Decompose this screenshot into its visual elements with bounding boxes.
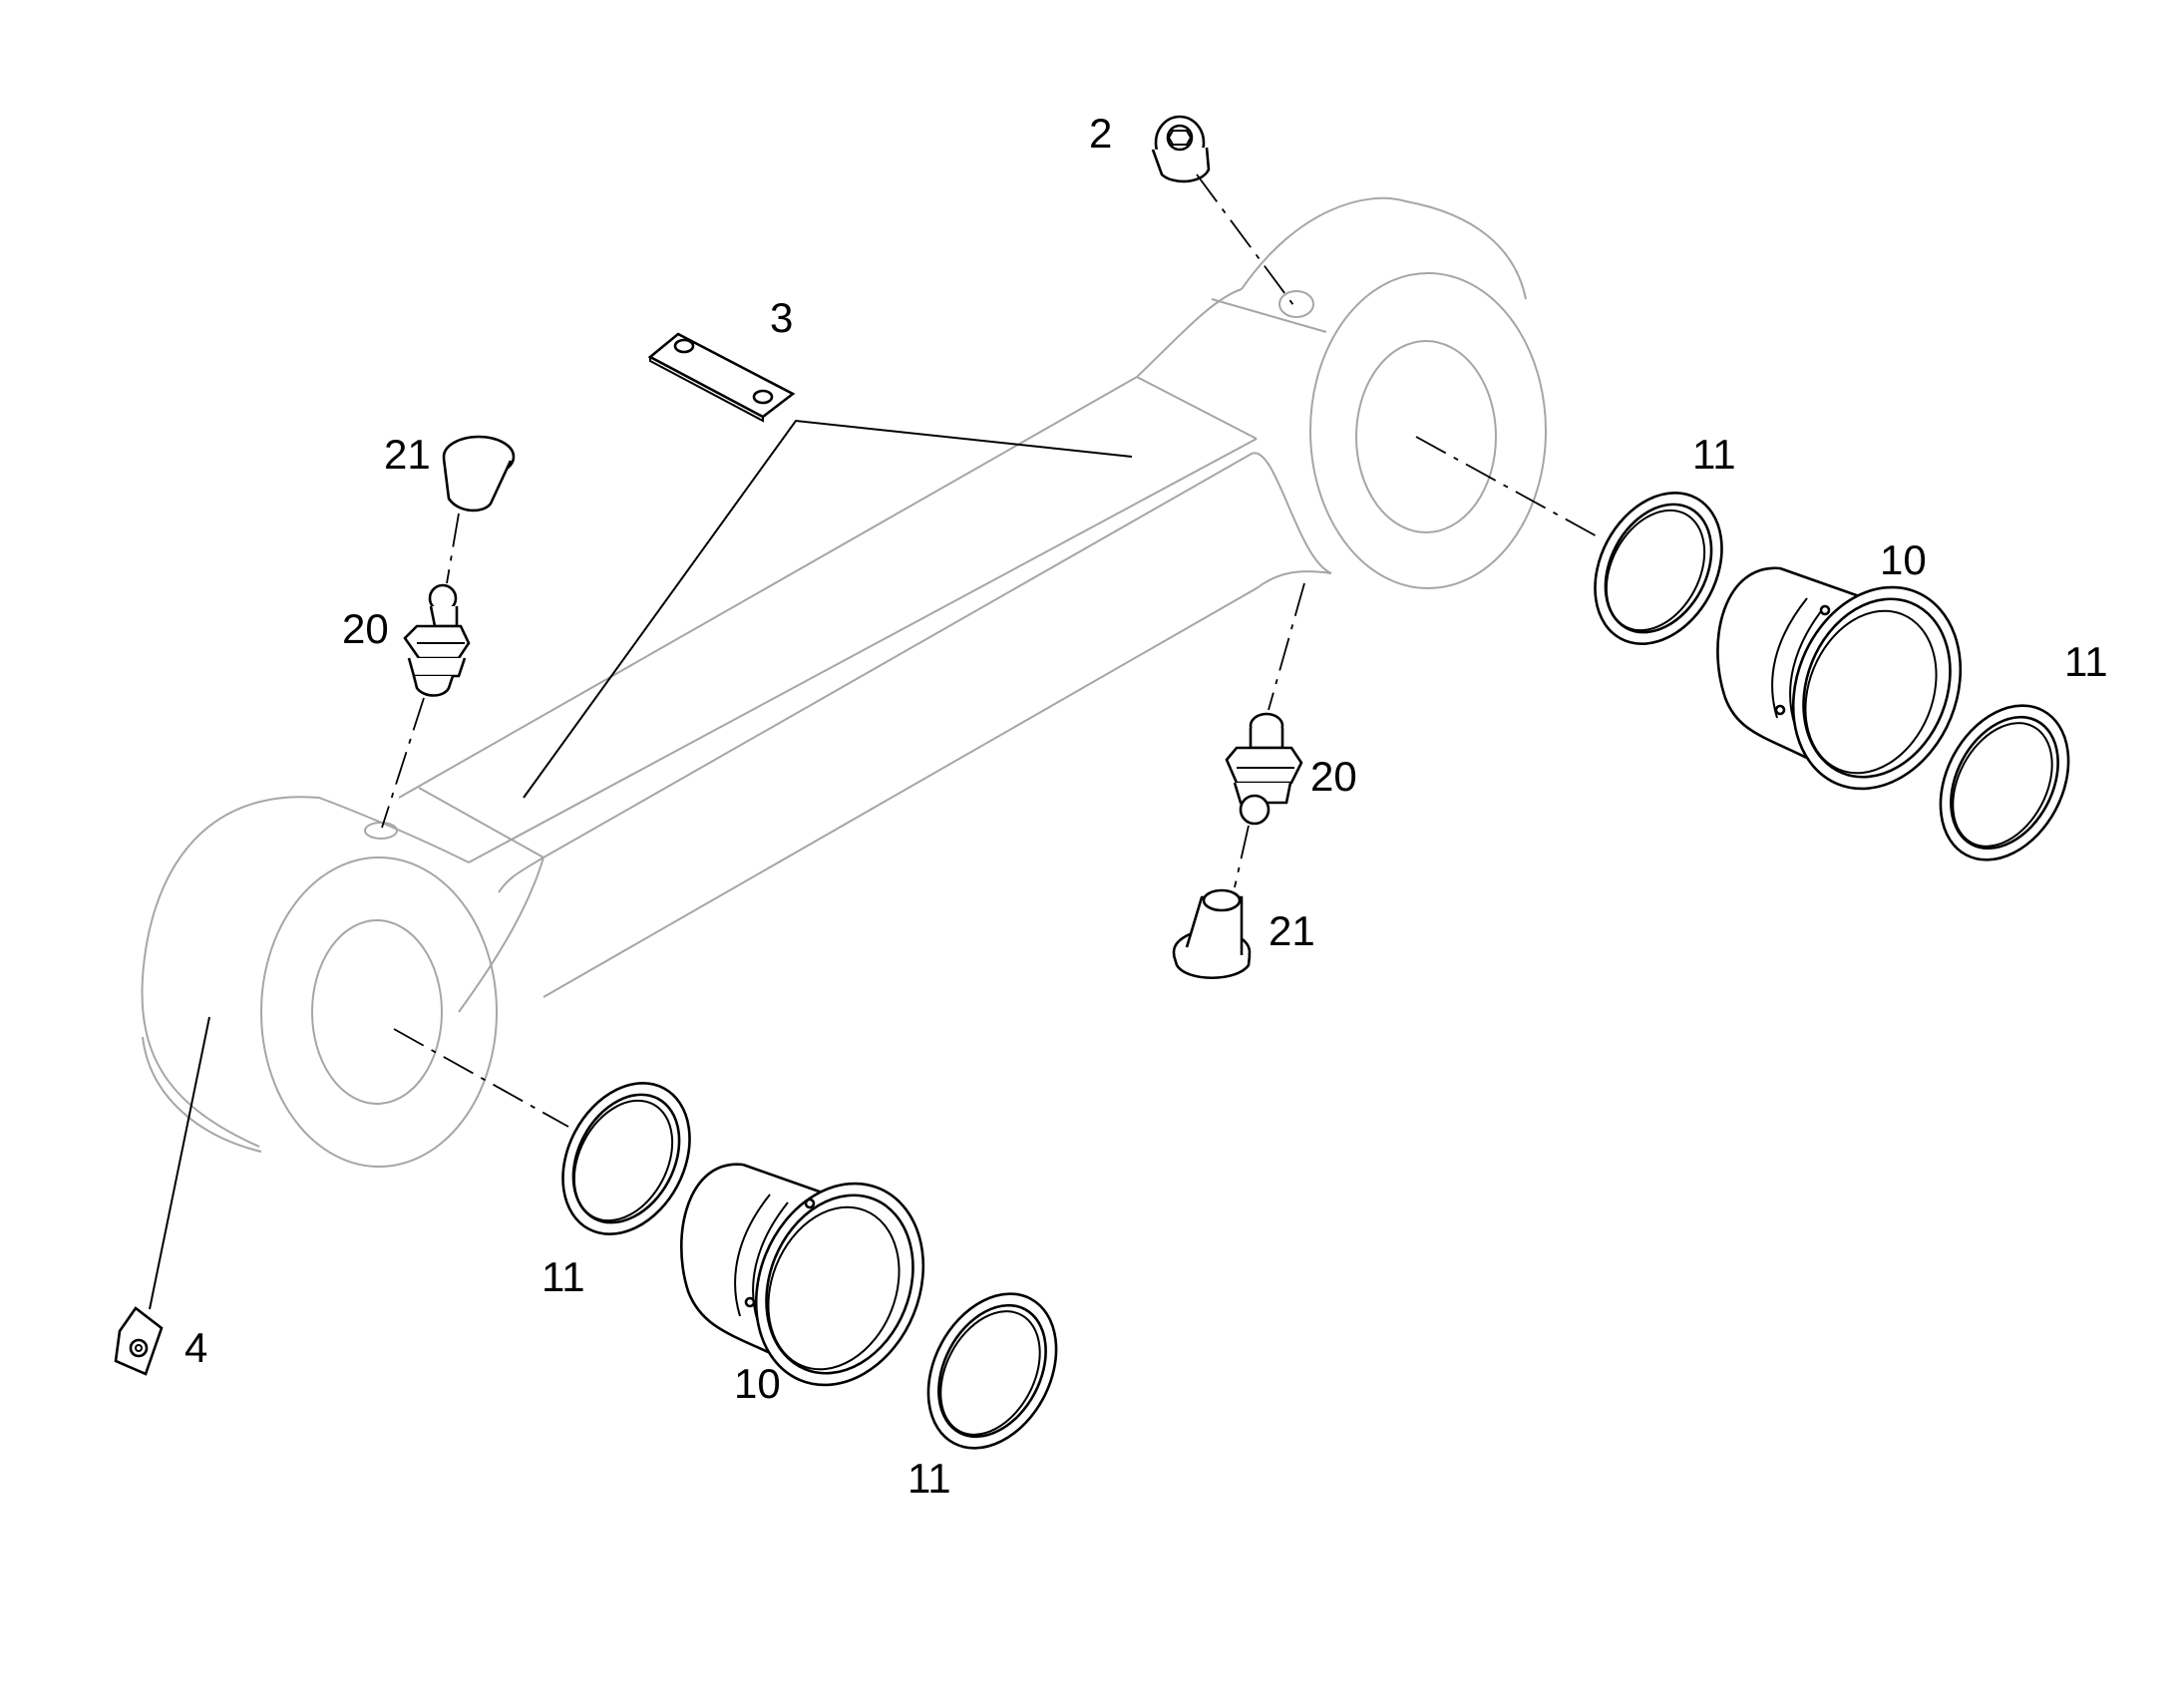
leader-part-3 (523, 419, 1133, 799)
callout-20-right: 20 (1310, 753, 1357, 800)
callout-20-left: 20 (342, 605, 389, 652)
callout-2: 2 (1089, 110, 1112, 157)
plug-screw-part-2 (1151, 115, 1211, 183)
callout-4: 4 (184, 1324, 207, 1371)
grease-nipple-part-20-left (403, 583, 471, 697)
callout-10-lower: 10 (734, 1360, 781, 1407)
centerline-part-2 (1196, 173, 1297, 310)
cap-part-21-left (442, 435, 516, 512)
cap-part-21-right (1172, 888, 1252, 980)
callout-3: 3 (770, 294, 793, 341)
centerline-left-fitting-upper (446, 512, 460, 584)
callout-10-upper: 10 (1880, 536, 1927, 583)
callout-11-upper-left: 11 (1692, 431, 1736, 478)
callout-21-right: 21 (1269, 907, 1315, 954)
callout-11-upper-right: 11 (2064, 638, 2108, 685)
grease-nipple-part-20-right (1225, 712, 1303, 826)
callout-21-left: 21 (384, 431, 431, 478)
centerline-left-fitting-lower (381, 697, 425, 829)
link-arm-body (141, 196, 1547, 1168)
centerline-upper-bore (1415, 436, 1602, 539)
tag-part-4 (114, 1306, 164, 1376)
centerline-right-fitting-lower (1234, 825, 1250, 888)
centerline-right-fitting-upper (1268, 582, 1305, 711)
callout-11-lower-left: 11 (542, 1253, 585, 1300)
leader-part-4 (149, 1016, 210, 1310)
plate-part-3 (647, 332, 796, 423)
callout-11-lower-right: 11 (908, 1455, 951, 1502)
seal-ring-part-11-lower-left (561, 1081, 691, 1236)
seal-ring-part-11-lower-right (926, 1292, 1058, 1450)
bushing-part-10-upper (1716, 566, 1963, 791)
seal-ring-part-11-upper-right (1939, 704, 2070, 861)
bushing-part-10-lower (680, 1163, 925, 1387)
centerline-lower-bore (393, 1028, 569, 1128)
seal-ring-part-11-upper-left (1594, 491, 1723, 646)
